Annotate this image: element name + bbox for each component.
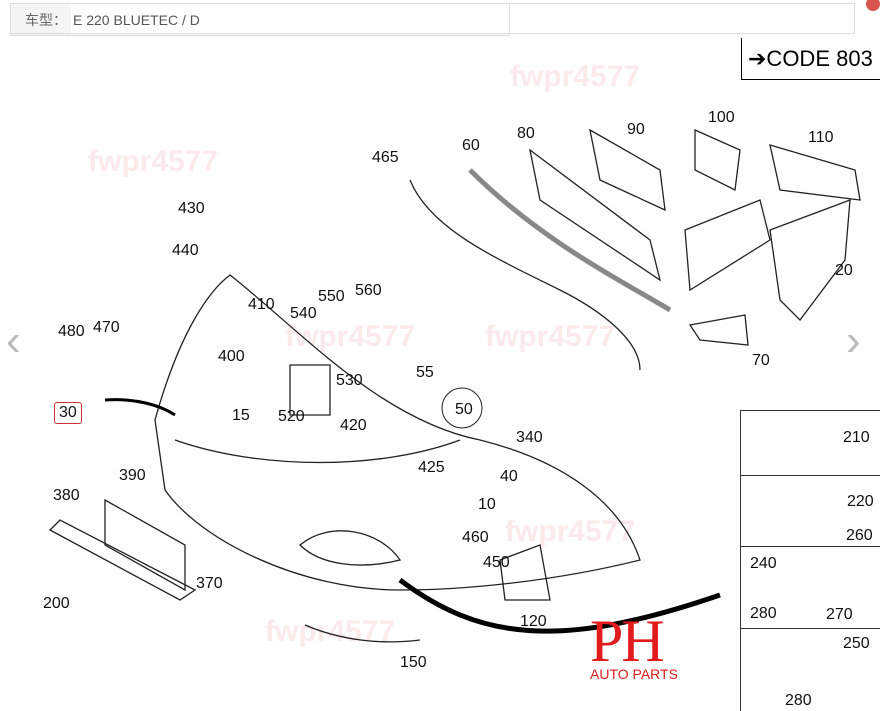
- bumper-cover: [154, 274, 641, 591]
- part-label[interactable]: 450: [483, 554, 510, 571]
- watermark: fwpr4577: [510, 60, 641, 93]
- vehicle-bar: 车型：E 220 BLUETEC / D: [10, 3, 510, 36]
- grille-200: [48, 519, 197, 601]
- part-label[interactable]: 50: [455, 401, 473, 418]
- pointer-arrow: [104, 398, 176, 417]
- pointer-arrow: [398, 577, 721, 634]
- part-label[interactable]: 370: [196, 575, 223, 592]
- part-label[interactable]: 70: [752, 352, 770, 369]
- part-label[interactable]: 120: [520, 613, 547, 630]
- part-label[interactable]: 150: [400, 654, 427, 671]
- ph-auto-parts-logo: PH AUTO PARTS: [590, 608, 678, 682]
- watermark: fwpr4577: [265, 615, 396, 648]
- part-label[interactable]: 550: [318, 288, 345, 305]
- part-label[interactable]: 55: [416, 364, 434, 381]
- part-label[interactable]: 540: [290, 305, 317, 322]
- part-label[interactable]: 420: [340, 417, 367, 434]
- part-label[interactable]: 220: [847, 493, 874, 510]
- part-label[interactable]: 60: [462, 137, 480, 154]
- part-label[interactable]: 250: [843, 635, 870, 652]
- part-label[interactable]: 480: [58, 323, 85, 340]
- part-label[interactable]: 240: [750, 555, 777, 572]
- prev-arrow[interactable]: ‹: [6, 316, 21, 365]
- bracket-80: [529, 148, 662, 282]
- part-label[interactable]: 80: [517, 125, 535, 142]
- part-label[interactable]: 380: [53, 487, 80, 504]
- part-label[interactable]: 465: [372, 149, 399, 166]
- part-label[interactable]: 425: [418, 459, 445, 476]
- code-label: ➔CODE 803: [741, 38, 880, 80]
- part-label[interactable]: 210: [843, 429, 870, 446]
- part-label[interactable]: 470: [93, 319, 120, 336]
- variant-panel: [740, 410, 880, 711]
- part-label[interactable]: 260: [846, 527, 873, 544]
- part-label[interactable]: 340: [516, 429, 543, 446]
- part-label[interactable]: 390: [119, 467, 146, 484]
- part-label-selected[interactable]: 30: [54, 402, 82, 424]
- logo-main: PH: [590, 608, 665, 674]
- part-label[interactable]: 15: [232, 407, 250, 424]
- part-label[interactable]: 200: [43, 595, 70, 612]
- part-label[interactable]: 270: [826, 606, 853, 623]
- part-label[interactable]: 560: [355, 282, 382, 299]
- part-label[interactable]: 400: [218, 348, 245, 365]
- part-label[interactable]: 10: [478, 496, 496, 513]
- part-label[interactable]: 440: [172, 242, 199, 259]
- next-arrow[interactable]: ›: [846, 316, 861, 365]
- part-label[interactable]: 280: [785, 692, 812, 709]
- part-label[interactable]: 530: [336, 372, 363, 389]
- close-icon[interactable]: [866, 0, 880, 11]
- part-label[interactable]: 460: [462, 529, 489, 546]
- impact-absorber: [468, 168, 672, 313]
- watermark: fwpr4577: [285, 320, 416, 353]
- part-label[interactable]: 90: [627, 121, 645, 138]
- part-label[interactable]: 280: [750, 605, 777, 622]
- vehicle-value: E 220 BLUETEC / D: [73, 11, 200, 28]
- bracket-20: [769, 199, 851, 321]
- watermark: fwpr4577: [505, 515, 636, 548]
- part-label[interactable]: 110: [808, 129, 834, 146]
- watermark: fwpr4577: [485, 320, 616, 353]
- part-label[interactable]: 40: [500, 468, 518, 485]
- part-label[interactable]: 100: [708, 109, 735, 126]
- part-label[interactable]: 430: [178, 200, 205, 217]
- vehicle-label: 车型：: [11, 4, 71, 35]
- logo-sub: AUTO PARTS: [590, 666, 678, 682]
- part-label[interactable]: 20: [835, 262, 853, 279]
- wiring-harness: [409, 179, 641, 371]
- part-label[interactable]: 410: [248, 296, 275, 313]
- watermark: fwpr4577: [88, 145, 219, 178]
- part-label[interactable]: 520: [278, 408, 305, 425]
